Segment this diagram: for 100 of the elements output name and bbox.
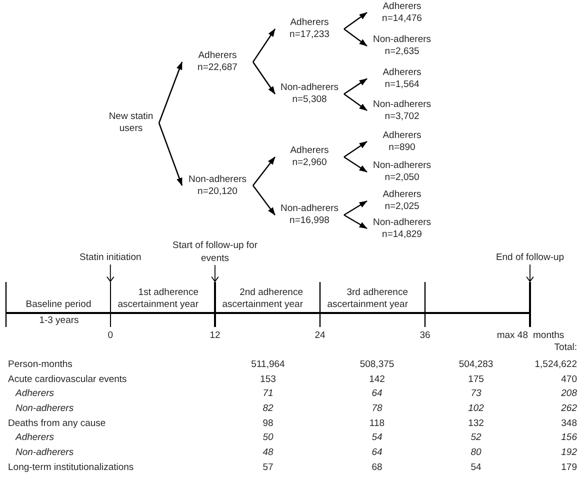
arrow (344, 28, 368, 47)
table-value: 1,524,622 (534, 358, 577, 371)
arrow (344, 214, 368, 230)
count-label: n=22,687 (198, 62, 238, 74)
group-label: Adherers (382, 0, 422, 12)
group-label: Adherers (198, 50, 237, 62)
table-value: 132 (468, 418, 484, 430)
arrow (158, 62, 183, 124)
table-value: 50 (262, 432, 274, 444)
table-value: 68 (372, 462, 382, 474)
group-label: Non-adherers (280, 82, 339, 94)
arrow (344, 93, 368, 112)
count-label: n=1,564 (384, 78, 420, 91)
row-label: Deaths from any cause (8, 418, 106, 430)
group-label: Non-adherers (280, 203, 339, 215)
tick-label: 24 (314, 330, 326, 342)
period-label: 3rd adherence ascertainment year (326, 286, 408, 312)
group-label: New statin users (108, 111, 154, 135)
count-label: n=2,960 (292, 157, 327, 169)
count-label: n=890 (388, 142, 416, 154)
tick-mark (529, 282, 531, 327)
group-label: Adherers (382, 189, 422, 201)
group-label: Non-adherers (188, 174, 247, 186)
table-value: 153 (260, 374, 276, 386)
arrow (252, 62, 276, 94)
arrow (344, 78, 368, 95)
table-value: 511,964 (251, 358, 285, 371)
event-label: End of follow-up (496, 252, 564, 264)
table-value: 156 (561, 432, 577, 444)
event-label: Start of follow-up for events (171, 238, 258, 264)
arrow (344, 12, 368, 30)
table-value: 80 (470, 447, 482, 459)
count-label: n=14,829 (382, 228, 422, 240)
table-value: 78 (372, 402, 382, 415)
event-label: Statin initiation (80, 252, 142, 264)
table-value: 48 (262, 447, 274, 459)
arrow (344, 200, 368, 216)
arrow (526, 264, 534, 282)
count-label: n=17,233 (290, 29, 330, 41)
row-label: Adherers (16, 388, 54, 400)
tick-label: 0 (108, 330, 114, 342)
group-label: Non-adherers (372, 216, 432, 228)
arrow (252, 156, 276, 186)
count-label: n=16,998 (290, 215, 330, 227)
row-label: Non-adherers (16, 447, 74, 459)
unit-label: months (533, 330, 564, 342)
arrow (344, 156, 368, 173)
group-label: Adherers (290, 145, 329, 157)
tick-label: max 48 (496, 330, 528, 342)
table-value: 82 (262, 402, 274, 415)
group-label: Adherers (382, 130, 422, 142)
table-value: 54 (470, 462, 482, 474)
count-label: n=14,476 (382, 12, 422, 24)
row-label: Person-months (8, 358, 72, 371)
row-label: Adherers (16, 432, 54, 444)
period-label: Baseline period (26, 299, 92, 311)
table-value: 192 (561, 447, 577, 459)
table-value: 71 (262, 388, 274, 400)
table-value: 118 (369, 418, 385, 430)
count-label: n=2,025 (384, 201, 420, 213)
table-value: 470 (561, 374, 577, 386)
group-label: Non-adherers (372, 160, 432, 172)
table-value: 102 (468, 402, 484, 415)
table-value: 208 (561, 388, 577, 400)
table-value: 73 (470, 388, 482, 400)
row-label: Acute cardiovascular events (8, 374, 127, 386)
arrow (106, 264, 114, 282)
row-label: Non-adherers (16, 402, 74, 415)
arrow (252, 185, 276, 216)
table-value: 64 (372, 388, 382, 400)
group-label: Non-adherers (372, 98, 432, 110)
arrow (252, 28, 276, 62)
arrow (211, 264, 219, 282)
group-label: Non-adherers (372, 34, 432, 46)
table-value: 57 (262, 462, 274, 474)
arrow (158, 122, 183, 186)
tick-mark (110, 282, 111, 327)
tick-label: 36 (420, 330, 430, 342)
tick-label: 12 (210, 330, 220, 342)
period-label: 1st adherence ascertainment year (116, 286, 198, 312)
count-label: n=2,635 (384, 46, 420, 58)
table-value: 142 (369, 374, 385, 386)
table-value: 175 (468, 374, 484, 386)
arrow (344, 140, 368, 158)
group-label: Adherers (290, 17, 329, 29)
table-value: 179 (561, 462, 577, 474)
period-label: 2nd adherence ascertainment year (221, 286, 303, 312)
table-value: 98 (262, 418, 274, 430)
count-label: n=2,050 (384, 172, 420, 184)
count-label: n=3,702 (384, 110, 420, 122)
group-label: Adherers (382, 66, 422, 79)
table-value: 64 (372, 447, 382, 459)
count-label: n=5,308 (292, 94, 327, 106)
duration-label: 1-3 years (39, 315, 79, 327)
table-value: 54 (372, 432, 382, 444)
table-value: 508,375 (360, 358, 394, 371)
table-value: 504,283 (458, 358, 494, 371)
table-value: 348 (561, 418, 577, 430)
table-value: 262 (561, 402, 577, 415)
column-header: Total: (554, 342, 577, 354)
